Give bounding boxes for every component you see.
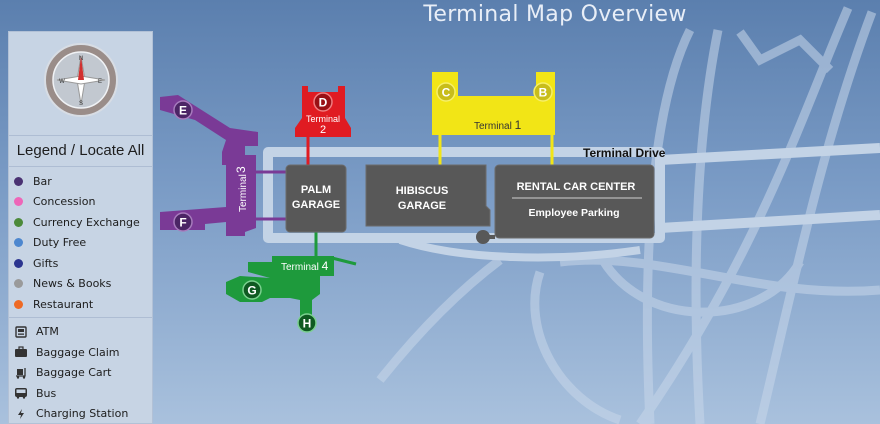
legend-color-dot [14, 176, 23, 186]
legend-item-label: Restaurant [33, 297, 94, 311]
legend-item-label: ATM [36, 325, 59, 339]
svg-text:HIBISCUS: HIBISCUS [396, 185, 449, 197]
legend-item-label: News & Books [33, 277, 112, 291]
legend-item-currency-exchange[interactable]: Currency Exchange [9, 212, 152, 233]
terminal-1[interactable]: Terminal 1 [432, 72, 555, 165]
concourse-d-marker[interactable]: D [313, 92, 333, 112]
legend-item-baggage-claim[interactable]: Baggage Claim [9, 342, 152, 363]
legend-item-bar[interactable]: Bar [9, 171, 152, 192]
concourse-h-marker[interactable]: H [297, 313, 317, 333]
compass-south: S [79, 101, 83, 107]
legend-item-baggage-cart[interactable]: Baggage Cart [9, 363, 152, 384]
svg-text:GARAGE: GARAGE [398, 200, 446, 212]
concourse-e-marker[interactable]: E [173, 100, 193, 120]
terminal-4[interactable]: Terminal 4 [226, 232, 357, 318]
page-title: Terminal Map Overview [423, 2, 687, 27]
svg-text:C: C [442, 86, 451, 100]
svg-text:G: G [247, 284, 256, 298]
legend-item-label: Bus [36, 386, 57, 400]
svg-text:B: B [539, 86, 548, 100]
terminal-1-label: Terminal 1 [474, 118, 522, 132]
hibiscus-garage[interactable]: HIBISCUS GARAGE [365, 164, 491, 227]
legend-color-dot [14, 217, 23, 227]
legend-title[interactable]: Legend / Locate All [9, 136, 152, 167]
legend-item-gifts[interactable]: Gifts [9, 253, 152, 274]
legend-color-dot [14, 279, 23, 289]
legend-color-dot [14, 238, 23, 248]
legend-color-dot [14, 258, 23, 268]
terminal-4-label: Terminal 4 [281, 259, 329, 273]
svg-text:E: E [179, 104, 187, 118]
svg-text:F: F [179, 216, 186, 230]
legend-item-charging-station[interactable]: Charging Station [9, 404, 152, 424]
legend-item-atm[interactable]: ATM [9, 322, 152, 343]
legend-item-label: Baggage Cart [36, 366, 112, 380]
svg-text:GARAGE: GARAGE [292, 199, 340, 211]
baggage-claim-icon [14, 346, 28, 358]
svg-text:Employee Parking: Employee Parking [528, 207, 619, 219]
legend-item-label: Duty Free [33, 236, 87, 250]
terminal-drive-label: Terminal Drive [583, 146, 666, 160]
legend-item-label: Bar [33, 174, 52, 188]
compass-west: W [59, 79, 65, 85]
compass-east: E [98, 79, 102, 85]
legend-item-bus[interactable]: Bus [9, 383, 152, 404]
palm-garage[interactable]: PALM GARAGE [285, 164, 347, 233]
legend-color-dot [14, 197, 23, 207]
svg-text:D: D [319, 96, 328, 110]
legend-item-restaurant[interactable]: Restaurant [9, 294, 152, 315]
legend-color-dot [14, 299, 23, 309]
terminal-2-label: Terminal [306, 114, 340, 124]
terminal-3-label: Terminal [238, 174, 249, 212]
charging-station-icon [14, 408, 28, 420]
svg-text:RENTAL CAR CENTER: RENTAL CAR CENTER [517, 181, 636, 193]
legend-item-concession[interactable]: Concession [9, 192, 152, 213]
legend-item-news-books[interactable]: News & Books [9, 274, 152, 295]
bus-icon [14, 387, 28, 399]
highway-lines [376, 6, 880, 424]
svg-text:2: 2 [320, 124, 326, 136]
svg-text:PALM: PALM [301, 184, 331, 196]
concourse-b-marker[interactable]: B [533, 82, 553, 102]
rental-car-center[interactable]: RENTAL CAR CENTER Employee Parking [476, 164, 655, 244]
legend-item-label: Currency Exchange [33, 215, 140, 229]
concourse-c-marker[interactable]: C [436, 82, 456, 102]
concourse-g-marker[interactable]: G [242, 280, 262, 300]
baggage-cart-icon [14, 367, 28, 379]
svg-text:H: H [303, 317, 312, 331]
legend-item-duty-free[interactable]: Duty Free [9, 233, 152, 254]
concourse-f-marker[interactable]: F [173, 212, 193, 232]
svg-text:3: 3 [234, 166, 248, 173]
atm-icon [14, 326, 28, 338]
compass-section: N S E W [9, 32, 152, 136]
legend-item-label: Concession [33, 195, 96, 209]
legend-item-label: Baggage Claim [36, 345, 120, 359]
compass-icon: N S E W [44, 43, 118, 117]
legend-item-label: Gifts [33, 256, 59, 270]
legend-item-label: Charging Station [36, 407, 129, 421]
terminal-drive-road [263, 143, 880, 262]
terminal-3[interactable]: Terminal 3 [160, 95, 286, 236]
compass-north: N [79, 56, 83, 62]
